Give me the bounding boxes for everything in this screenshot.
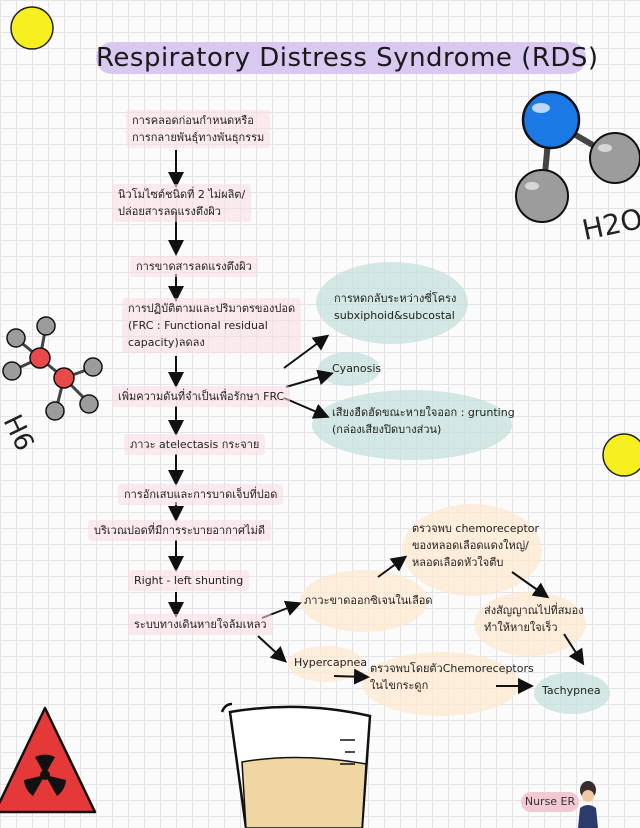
- effect-grunting: เสียงฮืดฮัดขณะหายใจออก : grunting (กล่อง…: [332, 406, 515, 436]
- effect-retraction: การหดกลับระหว่างซี่โครง subxiphoid&subco…: [334, 292, 457, 322]
- title-highlight: [96, 42, 586, 74]
- flow-node-atelectasis: ภาวะ atelectasis กระจาย: [124, 434, 266, 455]
- branch-medulla-chemoreceptor: ตรวจพบโดยตัวChemoreceptors ในไขกระดูก: [370, 662, 534, 692]
- effect-cyanosis: Cyanosis: [332, 362, 382, 375]
- flow-node-pneumocyte: นิวโมไซต์ชนิดที่ 2 ไม่ผลิต/ ปล่อยสารลดแร…: [112, 184, 252, 222]
- h2o-molecule: [515, 90, 640, 223]
- flow-node-inflammation: การอักเสบและการบาดเจ็บที่ปอด: [118, 484, 284, 505]
- beaker-illustration: [220, 702, 372, 828]
- yellow-dot-top: [10, 6, 54, 50]
- yellow-dot-right: [602, 433, 640, 477]
- branch-bubble-chemoreceptor: [402, 504, 542, 596]
- flow-arrows: [168, 150, 585, 694]
- branch-hypoxemia: ภาวะขาดออกซิเจนในเลือด: [304, 594, 433, 607]
- flow-node-pressure: เพิ่มความดันที่จำเป็นเพื่อรักษา FRC: [112, 386, 291, 407]
- branch-brain-signal: ส่งสัญญาณไปที่สมอง ทำให้หายใจเร็ว: [484, 604, 584, 634]
- flow-node-surfactant-deficiency: การขาดสารลดแรงตึงผิว: [130, 256, 258, 277]
- branch-bubble-hypoxemia: [300, 570, 428, 632]
- branch-tachypnea: Tachypnea: [542, 684, 601, 697]
- branch-chemoreceptor: ตรวจพบ chemoreceptor ของหลอดเลือดแดงใหญ่…: [412, 522, 540, 569]
- flow-node-compliance: การปฏิบัติตามและปริมาตรของปอด (FRC : Fun…: [122, 298, 302, 353]
- nurse-avatar: [578, 781, 598, 828]
- effect-bubble-retraction: [316, 262, 468, 344]
- hazard-sign: [0, 706, 97, 814]
- flow-node-respiratory-failure: ระบบทางเดินหายใจล้มเหลว: [128, 614, 273, 635]
- brand-badge: Nurse ER: [521, 792, 579, 812]
- page-title: Respiratory Distress Syndrome (RDS): [96, 43, 599, 73]
- flow-node-ventilation: บริเวณปอดที่มีการระบายอากาศไม่ดี: [88, 520, 271, 541]
- branch-bubble-brain: [474, 592, 586, 656]
- branch-hypercapnea: Hypercapnea: [294, 656, 368, 669]
- branch-bubble-tachypnea: [534, 672, 610, 714]
- h6-molecule: [2, 316, 103, 421]
- effect-bubble-grunting: [312, 390, 512, 460]
- branch-bubble-medulla: [362, 652, 520, 716]
- flow-node-preterm: การคลอดก่อนกำหนดหรือ การกลายพันธุ์ทางพัน…: [126, 110, 271, 148]
- flow-node-shunting: Right - left shunting: [128, 570, 250, 591]
